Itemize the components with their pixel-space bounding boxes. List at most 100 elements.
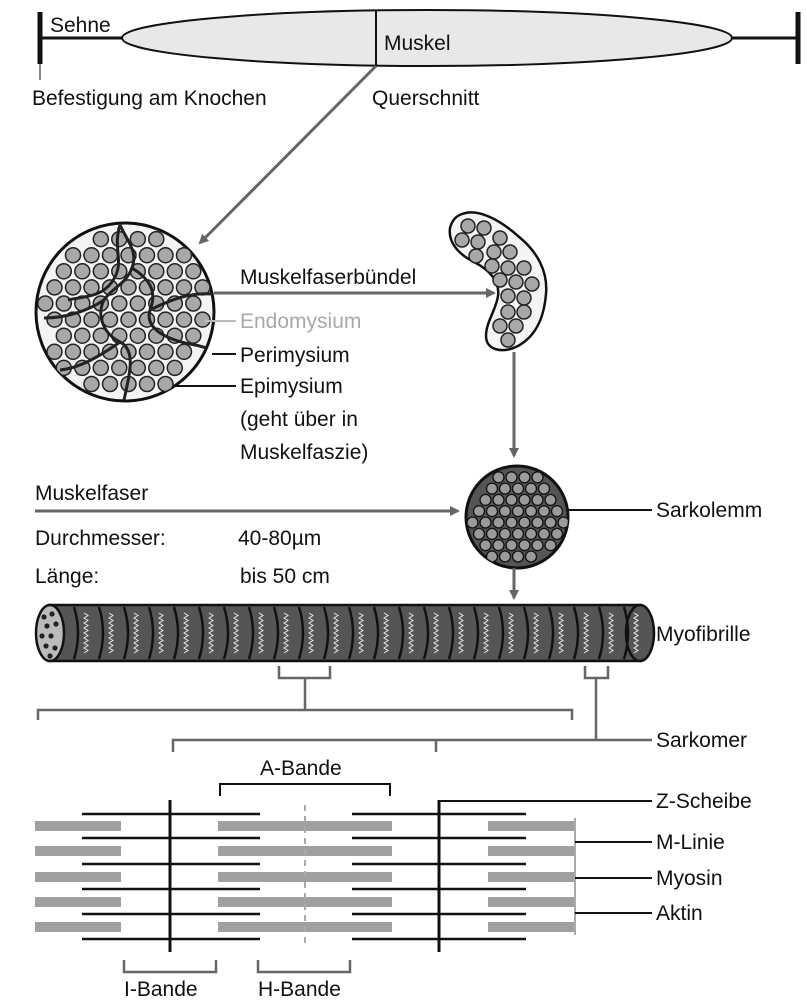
myofibril-circle bbox=[493, 494, 504, 505]
bundle-fiber-circle bbox=[517, 261, 531, 275]
epimysium-label: Epimysium bbox=[240, 375, 343, 398]
myofibril-circle bbox=[474, 506, 485, 517]
fiber-bundle-label: Muskelfaserbündel bbox=[240, 266, 416, 289]
epimysium-note-line2: Muskelfaszie) bbox=[240, 441, 368, 464]
epimysium-note-line1: (geht über in bbox=[240, 408, 358, 431]
h-band-label: H-Bande bbox=[258, 978, 341, 1000]
myofibril-circle bbox=[519, 540, 530, 551]
actin-label: Aktin bbox=[656, 902, 703, 925]
myofibril-circle bbox=[552, 528, 563, 539]
fiber-circle bbox=[121, 312, 136, 327]
myofibril-circle bbox=[539, 528, 550, 539]
endomysium-label: Endomysium bbox=[240, 310, 361, 333]
myofibril-circle bbox=[532, 494, 543, 505]
myofibril-circle bbox=[487, 483, 498, 494]
perimysium-label: Perimysium bbox=[240, 344, 350, 367]
myofibril-circle bbox=[545, 517, 556, 528]
myosin-filament bbox=[488, 821, 575, 831]
myofibril-circle bbox=[526, 483, 537, 494]
fiber-circle bbox=[93, 360, 108, 375]
myofibril-circle bbox=[500, 506, 511, 517]
m-line-label: M-Linie bbox=[656, 831, 725, 854]
fiber-circle bbox=[66, 248, 81, 263]
bundle-fiber-circle bbox=[509, 275, 523, 289]
end-dot bbox=[41, 614, 46, 619]
bundle-fiber-circle bbox=[501, 305, 515, 319]
end-dot bbox=[49, 611, 54, 616]
fiber-bundle bbox=[450, 212, 547, 350]
fiber-circle bbox=[149, 264, 164, 279]
bundle-fiber-circle bbox=[501, 333, 515, 347]
bundle-fiber-circle bbox=[517, 305, 531, 319]
myosin-filament bbox=[35, 922, 121, 932]
myofibril-circle bbox=[506, 540, 517, 551]
fiber-circle bbox=[177, 280, 192, 295]
bundle-fiber-circle bbox=[477, 221, 491, 235]
muscle-cross-section bbox=[36, 223, 216, 401]
z-disc-label: Z-Scheibe bbox=[656, 790, 752, 813]
fiber-circle bbox=[167, 360, 182, 375]
myofibril-circle bbox=[539, 506, 550, 517]
length-value: bis 50 cm bbox=[240, 565, 330, 588]
myofibril-circle bbox=[480, 540, 491, 551]
myosin-filament bbox=[35, 846, 121, 856]
fiber-circle bbox=[158, 248, 173, 263]
bundle-fiber-circle bbox=[517, 291, 531, 305]
myofibril-circle bbox=[519, 517, 530, 528]
myofibril-circle bbox=[532, 540, 543, 551]
myosin-filament bbox=[488, 872, 575, 882]
myofibril-circle bbox=[500, 483, 511, 494]
fiber-circle bbox=[56, 328, 71, 343]
myofibril-circle bbox=[480, 517, 491, 528]
tendon-label: Sehne bbox=[50, 14, 111, 37]
myofibril-circle bbox=[526, 551, 537, 562]
a-band-label: A-Bande bbox=[260, 757, 342, 780]
myofibril-circle bbox=[500, 551, 511, 562]
muscle-fiber-label: Muskelfaser bbox=[35, 482, 148, 505]
muscle-overview: Sehne Muskel Befestigung am Knochen Quer… bbox=[32, 10, 798, 110]
fiber-circle bbox=[93, 232, 108, 247]
myofibril-label: Myofibrille bbox=[656, 623, 751, 646]
bundle-fiber-circle bbox=[503, 245, 517, 259]
myofibril-circle bbox=[506, 517, 517, 528]
bundle-fiber-circle bbox=[487, 245, 501, 259]
fiber-circle bbox=[84, 312, 99, 327]
bundle-fiber-circle bbox=[493, 319, 507, 333]
sarcolemma-label: Sarkolemm bbox=[656, 499, 762, 522]
myofibril-circle bbox=[493, 472, 504, 483]
fiber-circle bbox=[140, 377, 155, 392]
fiber-circle bbox=[93, 264, 108, 279]
myofibril-circle bbox=[506, 494, 517, 505]
myofibril-circle bbox=[513, 506, 524, 517]
myofibril-circle bbox=[539, 483, 550, 494]
myosin-filament bbox=[488, 922, 575, 932]
fiber-circle bbox=[195, 312, 210, 327]
fiber-circle bbox=[140, 248, 155, 263]
myofibril-circle bbox=[532, 517, 543, 528]
myofibril-circle bbox=[474, 528, 485, 539]
fiber-circle bbox=[177, 344, 192, 359]
fiber-circle bbox=[158, 280, 173, 295]
h-band-bracket bbox=[258, 960, 350, 972]
myosin-filament bbox=[35, 897, 121, 907]
myofibril-circle bbox=[500, 528, 511, 539]
end-dot bbox=[53, 621, 58, 626]
bundle-fiber-circle bbox=[469, 249, 483, 263]
myofibril-circle bbox=[519, 472, 530, 483]
myosin-filament bbox=[488, 846, 575, 856]
fiber-circle bbox=[158, 344, 173, 359]
bundle-fiber-circle bbox=[455, 233, 469, 247]
myofibril bbox=[36, 605, 654, 661]
sarcomere-detail bbox=[35, 800, 575, 952]
myosin-filament bbox=[35, 872, 121, 882]
bracket-small-left bbox=[279, 666, 330, 678]
fiber-circle bbox=[130, 296, 145, 311]
end-dot bbox=[39, 633, 44, 638]
myosin-filament bbox=[488, 897, 575, 907]
end-dot bbox=[47, 653, 52, 658]
a-band-bracket bbox=[220, 784, 390, 796]
bracket-sarcomere bbox=[173, 740, 596, 752]
fiber-circle bbox=[130, 328, 145, 343]
myofibril-circle bbox=[545, 540, 556, 551]
